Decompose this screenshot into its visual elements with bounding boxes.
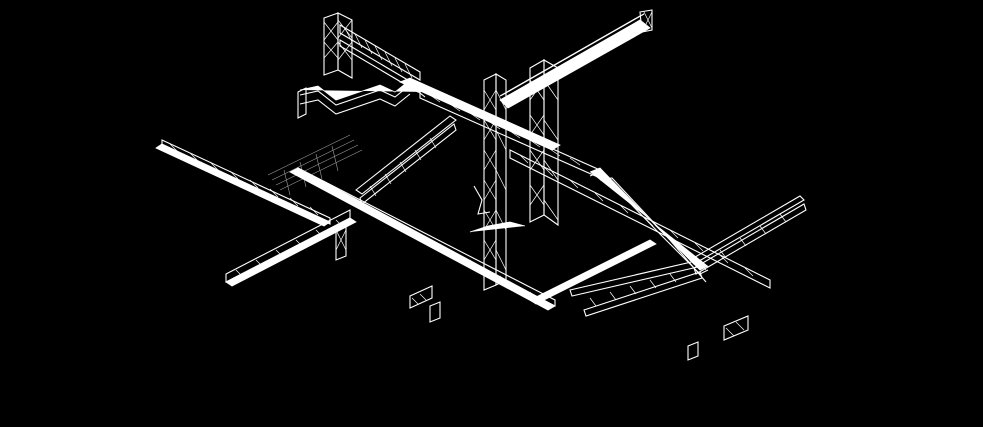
beam-right-cross — [689, 195, 807, 275]
fragment-bottom-left-1 — [409, 285, 433, 309]
beam-left-lower — [225, 209, 357, 287]
truss-center-up — [355, 115, 457, 205]
beam-right-long — [509, 149, 771, 289]
ramp-center-diagonal — [289, 167, 556, 311]
stair-zigzag-top — [297, 79, 426, 119]
deck-upper-diagonal — [398, 77, 601, 179]
fragment-center-floating — [469, 185, 526, 233]
beam-lower-middle — [529, 239, 703, 317]
fragment-bottom-left-2 — [429, 301, 441, 323]
fragment-bottom-right-2 — [687, 341, 699, 361]
fragment-bottom-right-1 — [723, 315, 749, 341]
beam-top-right — [499, 9, 653, 109]
beam-left-upper — [155, 139, 331, 227]
tower-top-left — [323, 12, 353, 79]
